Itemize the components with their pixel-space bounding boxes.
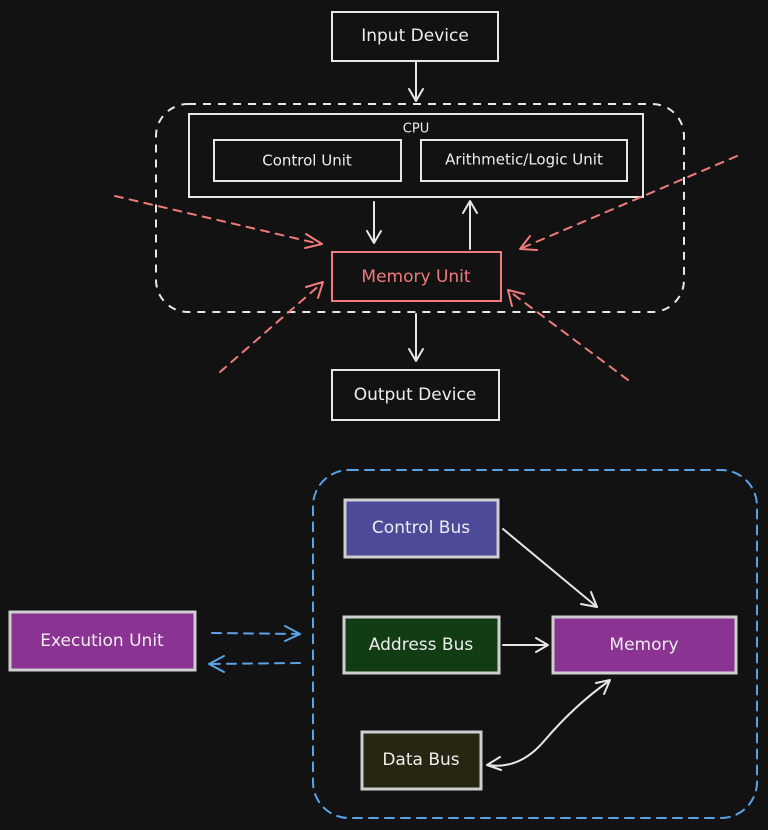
- address-bus-to-memory-arrow: [502, 637, 549, 653]
- memory-label: Memory: [609, 635, 678, 655]
- red-arrow-top-right: [519, 155, 738, 251]
- input-device-node: Input Device: [331, 11, 499, 62]
- memory-unit-node: Memory Unit: [331, 251, 502, 302]
- memory-node: Memory: [551, 615, 738, 675]
- control-bus-node: Control Bus: [343, 498, 500, 559]
- red-arrow-top-left: [114, 195, 323, 249]
- cpu-box: [188, 113, 644, 198]
- control-unit-box: [213, 139, 402, 182]
- control-unit-label: Control Unit: [262, 152, 352, 170]
- execution-unit-box: [8, 610, 197, 672]
- output-device-box: [331, 369, 500, 421]
- red-arrow-bottom-left: [219, 281, 324, 373]
- memory-box: [551, 615, 738, 675]
- control-bus-to-memory-arrow: [502, 528, 598, 608]
- input-device-label: Input Device: [361, 26, 469, 46]
- cpu-to-memory-arrow: [366, 201, 382, 244]
- output-device-label: Output Device: [354, 385, 477, 405]
- output-device-node: Output Device: [331, 369, 500, 421]
- address-bus-node: Address Bus: [342, 615, 501, 675]
- red-arrow-bottom-right: [507, 289, 629, 381]
- control-bus-box: [343, 498, 500, 559]
- exec-to-bus-arrow: [211, 625, 301, 642]
- alu-box: [420, 139, 628, 182]
- input-device-box: [331, 11, 499, 62]
- data-bus-memory-arrow: [486, 679, 611, 771]
- data-bus-box: [360, 730, 483, 791]
- address-bus-label: Address Bus: [369, 635, 474, 655]
- memory-to-cpu-arrow: [462, 200, 478, 250]
- cpu-memory-group: [155, 103, 685, 313]
- memory-unit-label: Memory Unit: [361, 267, 470, 287]
- execution-unit-node: Execution Unit: [8, 610, 197, 672]
- execution-unit-label: Execution Unit: [40, 631, 164, 651]
- cpu-label: CPU: [403, 122, 429, 137]
- input-to-cpu-arrow: [408, 61, 424, 102]
- address-bus-box: [342, 615, 501, 675]
- memory-to-output-arrow: [408, 313, 424, 362]
- memory-unit-box: [331, 251, 502, 302]
- bus-to-exec-arrow: [208, 655, 301, 673]
- control-bus-label: Control Bus: [372, 518, 470, 538]
- data-bus-label: Data Bus: [382, 750, 459, 770]
- cpu-node: CPU Control Unit Arithmetic/Logic Unit: [188, 113, 644, 198]
- bus-group: [312, 469, 758, 819]
- alu-label: Arithmetic/Logic Unit: [445, 151, 603, 169]
- data-bus-node: Data Bus: [360, 730, 483, 791]
